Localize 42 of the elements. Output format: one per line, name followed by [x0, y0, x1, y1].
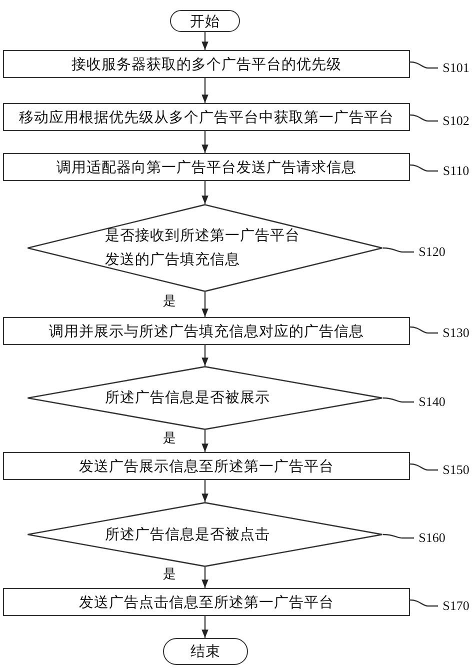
end-terminal: 结束	[163, 638, 248, 665]
step-label: S102	[440, 113, 472, 129]
step-label: S150	[440, 462, 472, 478]
edge-label: 是	[163, 567, 176, 581]
arrow	[202, 567, 208, 588]
step-label: S110	[440, 163, 472, 179]
leader-line	[382, 247, 414, 253]
arrow	[202, 616, 208, 638]
decision-diamond: 所述广告信息是否被点击	[27, 502, 383, 567]
leader-line	[410, 164, 438, 172]
arrow	[202, 131, 208, 153]
leader-line	[382, 397, 414, 403]
leader-line	[410, 326, 438, 334]
process-box: 发送广告点击信息至所述第一广告平台	[3, 588, 410, 616]
edge-label: 是	[163, 431, 176, 445]
arrow	[202, 480, 208, 502]
start-terminal: 开始	[170, 10, 240, 32]
leader-line	[382, 534, 414, 539]
process-box: 调用适配器向第一广告平台发送广告请求信息	[3, 153, 410, 181]
arrow	[202, 345, 208, 366]
decision-diamond: 所述广告信息是否被展示	[27, 366, 383, 430]
arrow	[202, 32, 208, 50]
leader-line	[410, 114, 438, 122]
process-box: 发送广告展示信息至所述第一广告平台	[3, 452, 410, 480]
edge-label: 是	[163, 294, 176, 308]
step-label: S160	[416, 530, 448, 546]
arrow	[202, 78, 208, 103]
process-box: 接收服务器获取的多个广告平台的优先级	[3, 50, 410, 78]
step-label: S130	[440, 325, 472, 341]
decision-diamond: 是否接收到所述第一广告平台发送的广告填充信息	[27, 204, 383, 292]
arrow	[202, 430, 208, 452]
leader-line	[410, 61, 438, 69]
leader-line	[410, 599, 438, 607]
arrow	[202, 181, 208, 204]
leader-line	[410, 463, 438, 471]
step-label: S101	[440, 60, 472, 76]
arrow	[202, 292, 208, 317]
step-label: S120	[416, 244, 448, 260]
step-label: S170	[440, 598, 472, 614]
process-box: 调用并展示与所述广告填充信息对应的广告信息	[3, 317, 410, 345]
process-box: 移动应用根据优先级从多个广告平台中获取第一广告平台	[3, 103, 410, 131]
step-label: S140	[416, 394, 448, 410]
